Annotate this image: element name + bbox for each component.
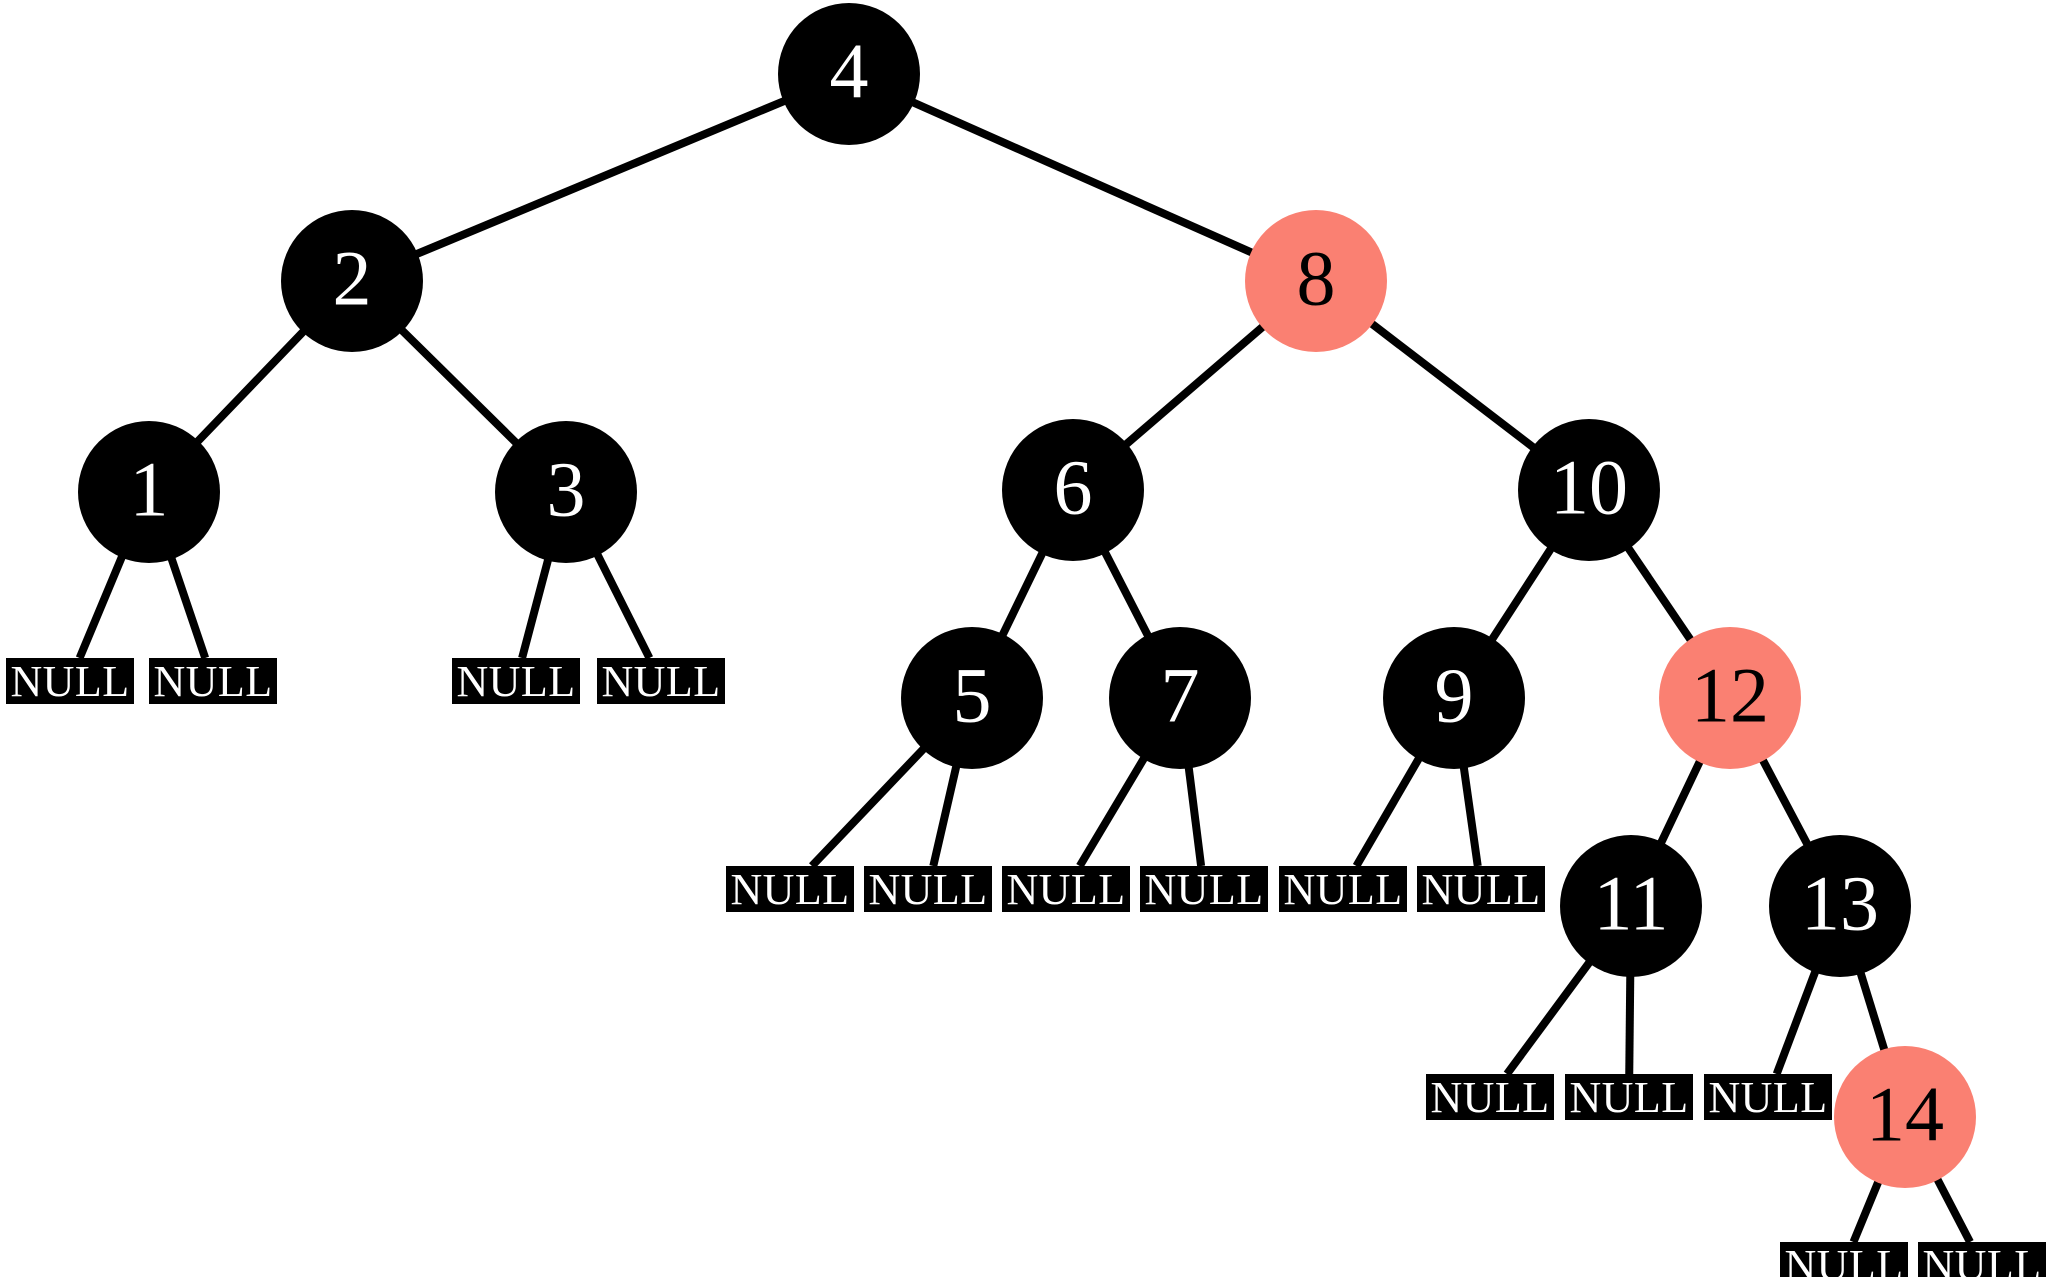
tree-node-6[interactable]: 6 — [1002, 419, 1144, 561]
null-leaf-label: NULL — [10, 656, 130, 706]
tree-edge — [1625, 972, 1635, 1075]
tree-edge — [592, 550, 654, 660]
null-leaf-label: NULL — [868, 864, 988, 914]
null-leaf-label: NULL — [1569, 1072, 1689, 1122]
null-leaf: NULL — [1426, 1072, 1554, 1122]
tree-node-12[interactable]: 12 — [1659, 627, 1801, 769]
tree-edge — [1352, 753, 1424, 869]
tree-node-label: 12 — [1691, 651, 1769, 739]
tree-node-label: 2 — [332, 234, 372, 322]
tree-edge — [1656, 756, 1705, 848]
null-leaf-label: NULL — [1922, 1240, 2042, 1277]
tree-edge — [1100, 547, 1153, 641]
tree-edge — [1623, 543, 1696, 645]
tree-node-11[interactable]: 11 — [1560, 835, 1702, 977]
null-leaf: NULL — [1780, 1240, 1908, 1277]
null-leaf: NULL — [1002, 864, 1130, 914]
tree-node-10[interactable]: 10 — [1518, 419, 1660, 561]
tree-edge — [1487, 544, 1556, 644]
null-leaf-label: NULL — [1421, 864, 1541, 914]
null-leaf-label: NULL — [1430, 1072, 1550, 1122]
null-leaf-label: NULL — [1708, 1072, 1828, 1122]
tree-node-3[interactable]: 3 — [495, 421, 637, 563]
tree-edge — [1757, 755, 1813, 849]
null-leaf: NULL — [1565, 1072, 1693, 1122]
tree-node-label: 6 — [1053, 443, 1093, 531]
tree-node-label: 11 — [1593, 859, 1669, 947]
null-leaf-label: NULL — [601, 656, 721, 706]
tree-edge — [1932, 1174, 1974, 1244]
null-leaf: NULL — [597, 656, 725, 706]
tree-node-label: 5 — [952, 651, 992, 739]
tree-edge — [396, 325, 522, 448]
tree-edge — [1855, 968, 1890, 1055]
null-leaf: NULL — [1279, 864, 1407, 914]
null-leaf: NULL — [726, 864, 854, 914]
null-leaf-label: NULL — [1144, 864, 1264, 914]
null-leaf: NULL — [1417, 864, 1545, 914]
tree-edge — [518, 555, 553, 660]
tree-node-13[interactable]: 13 — [1769, 835, 1911, 977]
tree-edge — [1121, 321, 1268, 450]
tree-node-2[interactable]: 2 — [281, 210, 423, 352]
tree-edge — [1076, 753, 1150, 869]
tree-edge — [908, 97, 1257, 258]
tree-node-label: 4 — [829, 27, 869, 115]
null-leaf: NULL — [1918, 1240, 2046, 1277]
tree-edge — [1503, 957, 1595, 1077]
tree-node-8[interactable]: 8 — [1245, 210, 1387, 352]
null-leaf-label: NULL — [1006, 864, 1126, 914]
null-leaf: NULL — [149, 656, 277, 706]
tree-node-label: 3 — [546, 445, 586, 533]
tree-node-label: 9 — [1434, 651, 1474, 739]
null-leaf: NULL — [6, 656, 134, 706]
tree-node-label: 14 — [1866, 1070, 1944, 1158]
tree-edge — [1849, 1177, 1884, 1244]
tree-node-label: 10 — [1550, 443, 1628, 531]
tree-edge — [412, 96, 789, 259]
tree-edge — [192, 326, 309, 447]
tree-edge — [166, 554, 210, 660]
tree-node-label: 7 — [1160, 651, 1200, 739]
tree-edge — [1459, 763, 1482, 867]
null-leaf: NULL — [864, 864, 992, 914]
null-leaf-label: NULL — [153, 656, 273, 706]
null-leaf: NULL — [1140, 864, 1268, 914]
tree-node-14[interactable]: 14 — [1834, 1046, 1976, 1188]
tree-edge — [1772, 967, 1821, 1076]
tree-node-label: 13 — [1801, 859, 1879, 947]
null-leaf-label: NULL — [1784, 1240, 1904, 1277]
tree-node-5[interactable]: 5 — [901, 627, 1043, 769]
null-leaf: NULL — [1704, 1072, 1832, 1122]
tree-node-7[interactable]: 7 — [1109, 627, 1251, 769]
null-leaf: NULL — [452, 656, 580, 706]
tree-node-4[interactable]: 4 — [778, 3, 920, 145]
tree-node-label: 8 — [1296, 234, 1336, 322]
tree-edge — [1184, 763, 1206, 867]
tree-edge — [929, 762, 961, 867]
tree-edge — [1366, 318, 1539, 453]
tree-node-label: 1 — [129, 445, 169, 533]
tree-edge — [997, 548, 1048, 640]
tree-node-9[interactable]: 9 — [1383, 627, 1525, 769]
tree-node-1[interactable]: 1 — [78, 421, 220, 563]
null-leaf-label: NULL — [1283, 864, 1403, 914]
tree-edge — [809, 743, 929, 869]
null-leaf-label: NULL — [730, 864, 850, 914]
tree-edge — [75, 552, 127, 660]
null-leaf-label: NULL — [456, 656, 576, 706]
